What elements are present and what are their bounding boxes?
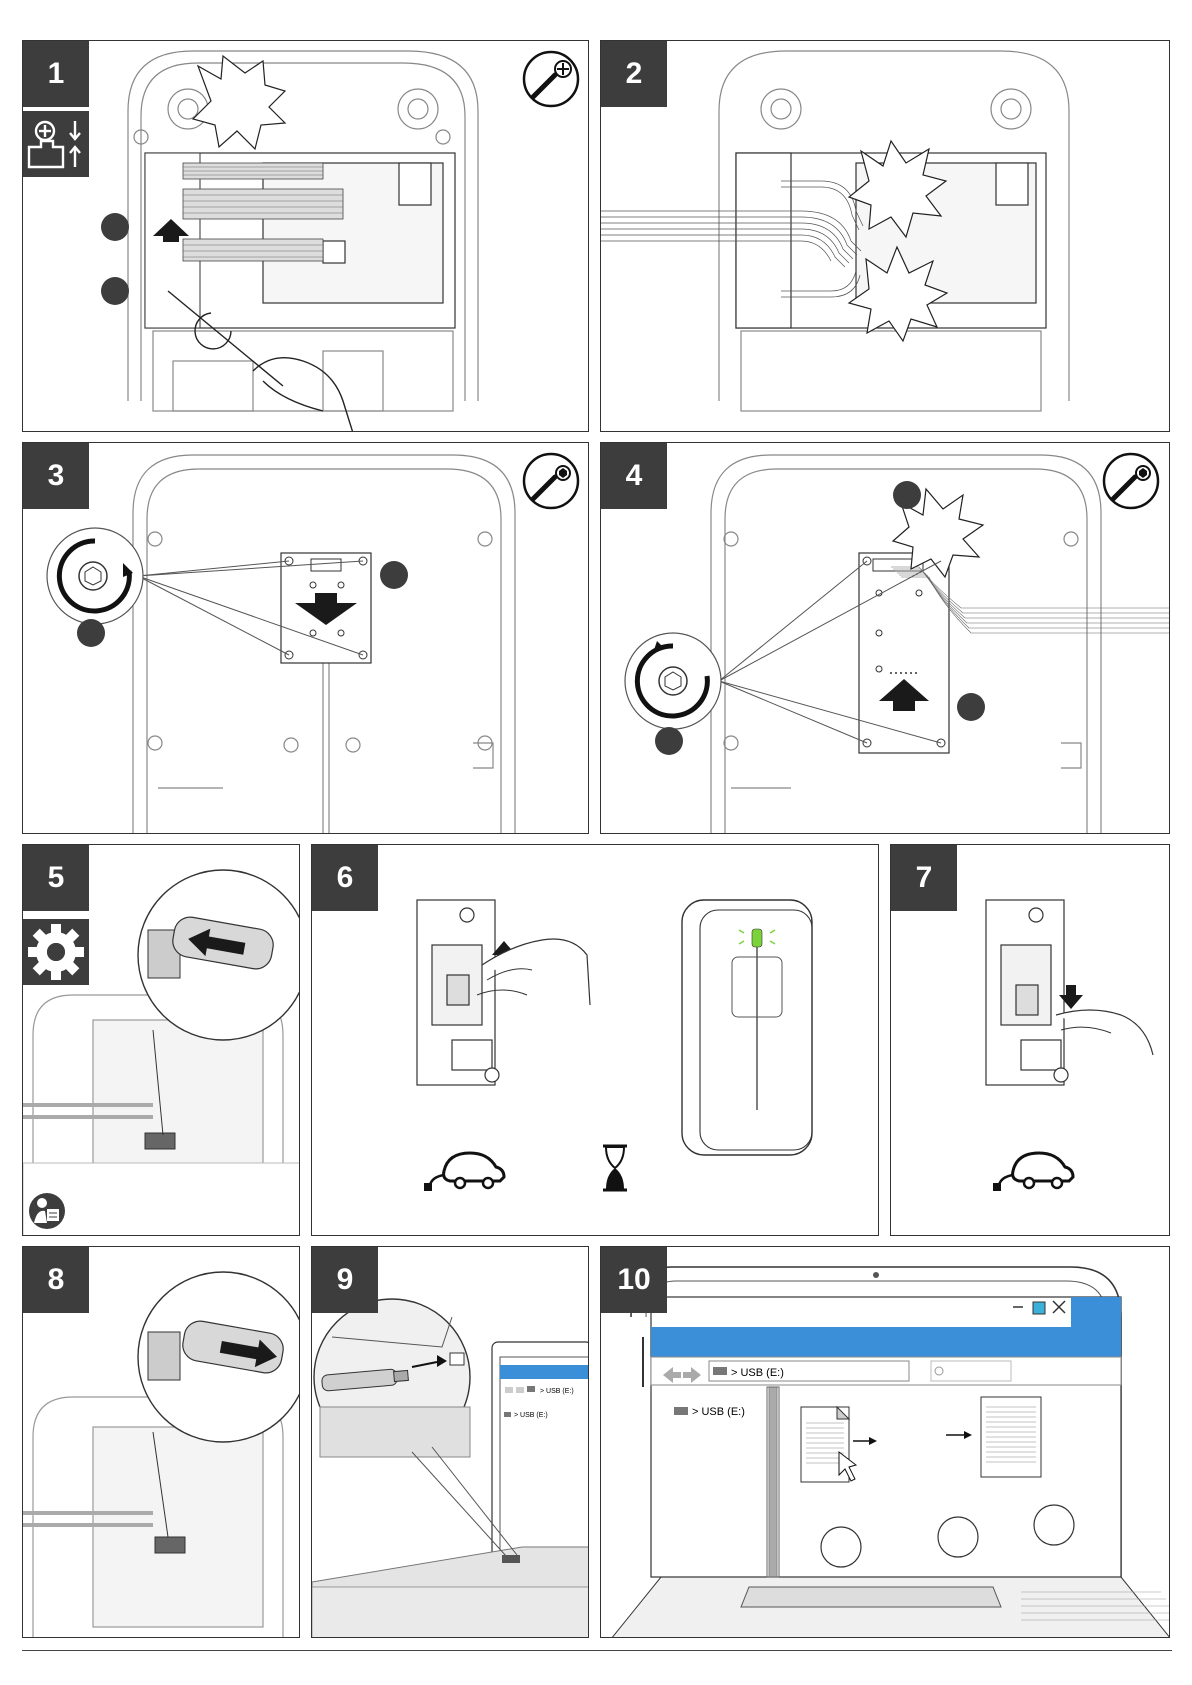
settings-gear-icon	[23, 919, 89, 985]
laptop-file-copy-illustration: > USB (E:) > USB (E:)	[601, 1247, 1170, 1638]
step-number: 8	[23, 1247, 89, 1313]
torx-screwdriver-icon	[1101, 451, 1161, 511]
step-number-box: 1	[23, 41, 89, 107]
step-number: 10	[601, 1247, 667, 1313]
step-number-box: 2	[601, 41, 667, 107]
step-number-box: 7	[891, 845, 957, 911]
step-number: 3	[23, 443, 89, 509]
step-panel-4: 4	[600, 442, 1170, 834]
mini-explorer-path: > USB (E:)	[540, 1388, 574, 1395]
step-panel-10: > USB (E:) > USB (E:)	[600, 1246, 1170, 1638]
step-number: 7	[891, 845, 957, 911]
destination-file-icon	[981, 1397, 1041, 1477]
step-number-box: 6	[312, 845, 378, 911]
step-panel-1: 1	[22, 40, 589, 432]
step-number-box: 5	[23, 845, 89, 911]
ev-car-plug-icon	[422, 1145, 512, 1195]
board-removal-illustration	[23, 443, 589, 834]
hourglass-icon	[600, 1143, 630, 1193]
step-panel-7: 7	[890, 844, 1170, 1236]
breaker-on-led-illustration	[312, 845, 879, 1236]
explorer-path-text: > USB (E:)	[731, 1367, 784, 1379]
step-number: 5	[23, 845, 89, 911]
phillips-screwdriver-icon	[521, 49, 581, 109]
step-number: 4	[601, 443, 667, 509]
ev-car-plug-icon	[991, 1145, 1081, 1195]
step-panel-2: 2	[600, 40, 1170, 432]
step-number-box: 10	[601, 1247, 667, 1313]
footer-rule	[22, 1650, 1172, 1651]
step-number-box: 9	[312, 1247, 378, 1313]
explorer-tree-text: > USB (E:)	[692, 1406, 745, 1418]
torx-screwdriver-icon	[521, 451, 581, 511]
step-number: 6	[312, 845, 378, 911]
step-panel-6: 6	[311, 844, 879, 1236]
step-number-box: 4	[601, 443, 667, 509]
ribbon-cables-removed-illustration	[601, 41, 1170, 432]
mini-explorer-tree: > USB (E:)	[514, 1412, 548, 1419]
step-number-box: 3	[23, 443, 89, 509]
step-panel-3: 3	[22, 442, 589, 834]
step-panel-5: 5	[22, 844, 300, 1236]
disconnect-connector-icon	[23, 111, 89, 177]
read-manual-icon	[27, 1191, 67, 1231]
pcb-ribbon-disconnect-illustration	[23, 41, 589, 432]
step-number: 9	[312, 1247, 378, 1313]
step-panel-9: > USB (E:) > USB (E:) 9	[311, 1246, 589, 1638]
step-number: 1	[23, 41, 89, 107]
board-install-illustration	[601, 443, 1170, 834]
step-panel-8: 8	[22, 1246, 300, 1638]
step-number-box: 8	[23, 1247, 89, 1313]
step-number: 2	[601, 41, 667, 107]
